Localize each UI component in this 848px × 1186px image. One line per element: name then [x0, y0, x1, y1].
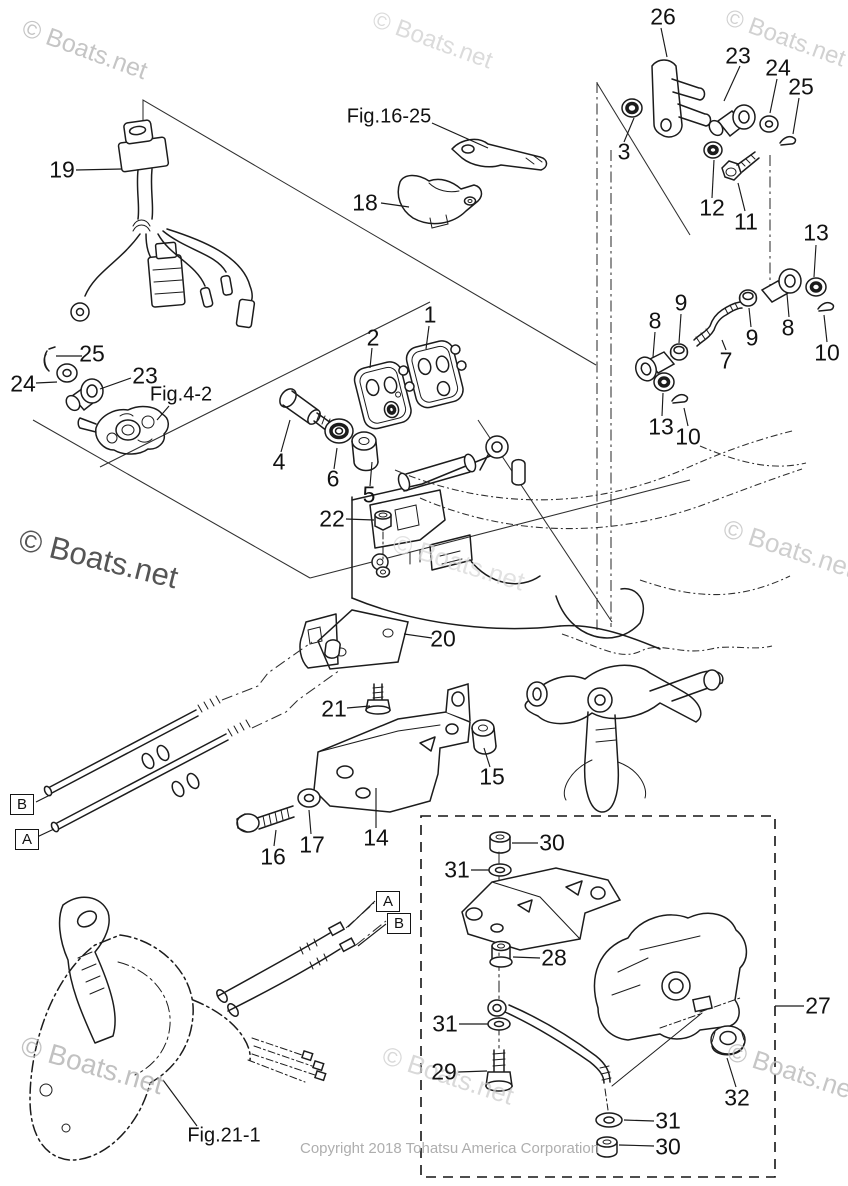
- part-3-washer: [621, 98, 643, 118]
- part-13-washer-right: [805, 277, 827, 297]
- part-31-washer-bottom: [595, 1112, 623, 1128]
- inset-box-27: [420, 815, 776, 1178]
- part-10-clip-right: [817, 301, 835, 312]
- inset-bracket-plate: [461, 867, 622, 951]
- fig-4-2-casting: [77, 405, 169, 455]
- part-18-cable-guide: [397, 174, 483, 229]
- part-25-clip-top: [779, 135, 797, 146]
- part-23-socket-left: [65, 378, 104, 412]
- part-2-plate: [353, 361, 415, 430]
- part-10-clip-left: [671, 393, 689, 404]
- copyright-text: Copyright 2018 Tohatsu America Corporati…: [300, 1140, 600, 1157]
- part-15-roller: [471, 719, 497, 755]
- part-1-plate: [405, 340, 467, 409]
- part-31-washer-mid: [487, 1017, 511, 1031]
- part-28-bushing: [489, 940, 513, 968]
- part-11-bolt: [721, 151, 760, 181]
- part-17-washer: [297, 788, 321, 808]
- part-6-bearing: [324, 418, 354, 444]
- part-32-nut: [710, 1025, 746, 1056]
- cable-a: [50, 669, 341, 833]
- part-9-nut-left: [669, 343, 689, 361]
- part-4-pin: [279, 388, 332, 432]
- part-30-nut-bottom: [596, 1136, 618, 1158]
- part-link-rod: [487, 999, 612, 1084]
- part-7-rod: [693, 301, 743, 347]
- part-24-washer-left: [56, 363, 78, 383]
- part-9-nut-right: [738, 289, 758, 307]
- fig-16-25-arm: [451, 138, 548, 171]
- part-16-bolt: [236, 805, 295, 833]
- part-8-socket-left: [634, 351, 676, 382]
- part-23-socket-top: [708, 104, 756, 138]
- clamp-bracket: [524, 664, 724, 813]
- part-12-washer: [703, 141, 723, 159]
- part-29-bolt: [485, 1049, 513, 1092]
- part-31-washer-top: [488, 863, 512, 877]
- inset-clamp-body: [593, 912, 748, 1041]
- part-19-harness: [70, 119, 256, 329]
- part-21-bolt: [365, 683, 391, 715]
- part-13-washer-left: [653, 372, 675, 392]
- remote-control: [29, 896, 387, 1161]
- part-14-bracket: [313, 683, 471, 813]
- part-24-washer-top: [759, 115, 779, 133]
- part-26-link: [651, 59, 712, 138]
- part-5-roller: [351, 431, 379, 472]
- part-25-clip-left: [43, 346, 56, 372]
- part-20-bracket: [299, 609, 409, 670]
- leader-lines: [35, 27, 828, 1147]
- part-8-socket-right: [760, 268, 802, 303]
- part-22-nut: [374, 510, 392, 531]
- part-30-nut-top: [489, 831, 511, 854]
- cable-b: [43, 641, 313, 797]
- engine-block: [351, 430, 807, 655]
